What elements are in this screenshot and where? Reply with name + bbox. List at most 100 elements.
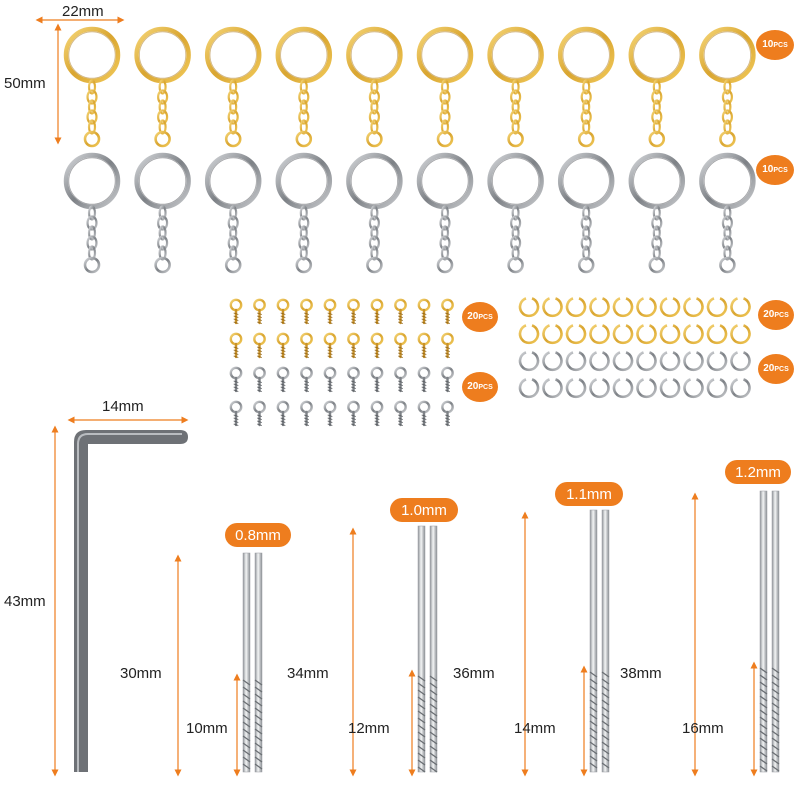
jump-ring-21 (542, 351, 563, 372)
screw-eye-11 (253, 332, 266, 359)
jump-ring-37 (683, 378, 704, 399)
screw-eye-25 (347, 366, 360, 393)
drill-length-label-2: 36mm (453, 665, 495, 682)
drill-size-badge-3: 1.2mm (725, 460, 791, 484)
screw-eye-20 (229, 366, 243, 393)
drill-flute-label-2: 14mm (514, 720, 556, 737)
screw-eye-34 (323, 400, 337, 427)
jump-ring-32 (565, 378, 587, 399)
gold-keyring-2 (204, 26, 262, 148)
gold-keyring-unit: PCS (773, 41, 788, 49)
drill-bit-set (174, 490, 780, 777)
silver-keyring-row (63, 152, 756, 274)
screw-eye-37 (394, 400, 407, 427)
screw-eye-22 (276, 366, 290, 393)
screw-eye-14 (323, 332, 337, 359)
gold-keyring-6 (487, 26, 544, 148)
jump-ring-9 (730, 297, 751, 318)
screw-eye-6 (370, 298, 384, 325)
gold-keyring-count: 10 (762, 39, 774, 50)
screw-eye-27 (394, 366, 407, 393)
drill-flute-label-3: 16mm (682, 720, 724, 737)
jump-ring-18 (706, 324, 728, 345)
screw-eye-21 (253, 366, 266, 393)
drill-length-label-0: 30mm (120, 665, 162, 682)
screw-eye-18 (417, 332, 431, 359)
gold-screw-eye-count: 20 (467, 311, 479, 322)
jump-ring-8 (706, 297, 728, 318)
screw-eye-12 (276, 332, 290, 359)
screw-eye-24 (323, 366, 337, 393)
screw-eye-29 (441, 366, 454, 393)
hex-key-icon (74, 430, 188, 772)
silver-keyring-6 (487, 152, 544, 274)
drill-bit-pair-2 (521, 509, 610, 777)
screw-eye-26 (370, 366, 384, 393)
silver-screw-eye-unit: PCS (478, 383, 493, 391)
jump-ring-15 (636, 324, 657, 345)
screw-eye-39 (441, 400, 454, 427)
silver-keyring-7 (557, 152, 615, 274)
jump-ring-1 (542, 297, 563, 318)
jump-ring-36 (659, 378, 681, 399)
drill-bit-pair-3 (691, 490, 780, 777)
screw-eye-17 (394, 332, 407, 359)
silver-keyring-unit: PCS (773, 166, 788, 174)
jump-ring-24 (612, 351, 634, 372)
silver-keyring-0 (63, 152, 121, 274)
gold-keyring-5 (416, 26, 474, 148)
screw-eye-7 (394, 298, 407, 325)
drill-bit-pair-1 (349, 525, 438, 777)
drill-size-badge-0: 0.8mm (225, 523, 291, 547)
jump-ring-38 (706, 378, 728, 399)
silver-keyring-3 (275, 152, 333, 274)
jump-ring-13 (589, 324, 610, 345)
gold-keyring-9 (699, 26, 756, 148)
jump-ring-6 (659, 297, 681, 318)
gold-keyring-0 (63, 26, 121, 148)
gold-keyring-7 (557, 26, 615, 148)
screw-eye-4 (323, 298, 337, 325)
jump-ring-grid (518, 297, 751, 399)
screw-eye-19 (441, 332, 454, 359)
drill-bit-pair-0 (174, 552, 263, 777)
jump-ring-27 (683, 351, 704, 372)
screw-eye-0 (229, 298, 243, 325)
gold-keyring-8 (628, 26, 686, 148)
jump-ring-7 (683, 297, 704, 318)
silver-screw-eye-count: 20 (467, 381, 479, 392)
screw-eye-10 (229, 332, 243, 359)
silver-keyring-1 (134, 152, 191, 274)
hex-key-height-label: 43mm (4, 593, 46, 610)
gold-jump-ring-count: 20 (763, 309, 775, 320)
jump-ring-29 (730, 351, 751, 372)
jump-ring-2 (565, 297, 587, 318)
jump-ring-14 (612, 324, 634, 345)
drill-size-badge-2: 1.1mm (555, 482, 623, 506)
screw-eye-35 (347, 400, 360, 427)
gold-keyring-row (63, 26, 756, 148)
drill-flute-label-1: 12mm (348, 720, 390, 737)
screw-eye-9 (441, 298, 454, 325)
screw-eye-8 (417, 298, 431, 325)
jump-ring-39 (730, 378, 751, 399)
jump-ring-34 (612, 378, 634, 399)
drill-flute-label-0: 10mm (186, 720, 228, 737)
jump-ring-4 (612, 297, 634, 318)
jump-ring-12 (565, 324, 587, 345)
screw-eye-32 (276, 400, 290, 427)
keyring-width-label: 22mm (62, 3, 104, 20)
gold-screw-eye-unit: PCS (478, 313, 493, 321)
screw-eye-13 (300, 332, 313, 359)
screw-eye-23 (300, 366, 313, 393)
silver-keyring-9 (699, 152, 756, 274)
screw-eye-36 (370, 400, 384, 427)
jump-ring-35 (636, 378, 657, 399)
jump-ring-31 (542, 378, 563, 399)
